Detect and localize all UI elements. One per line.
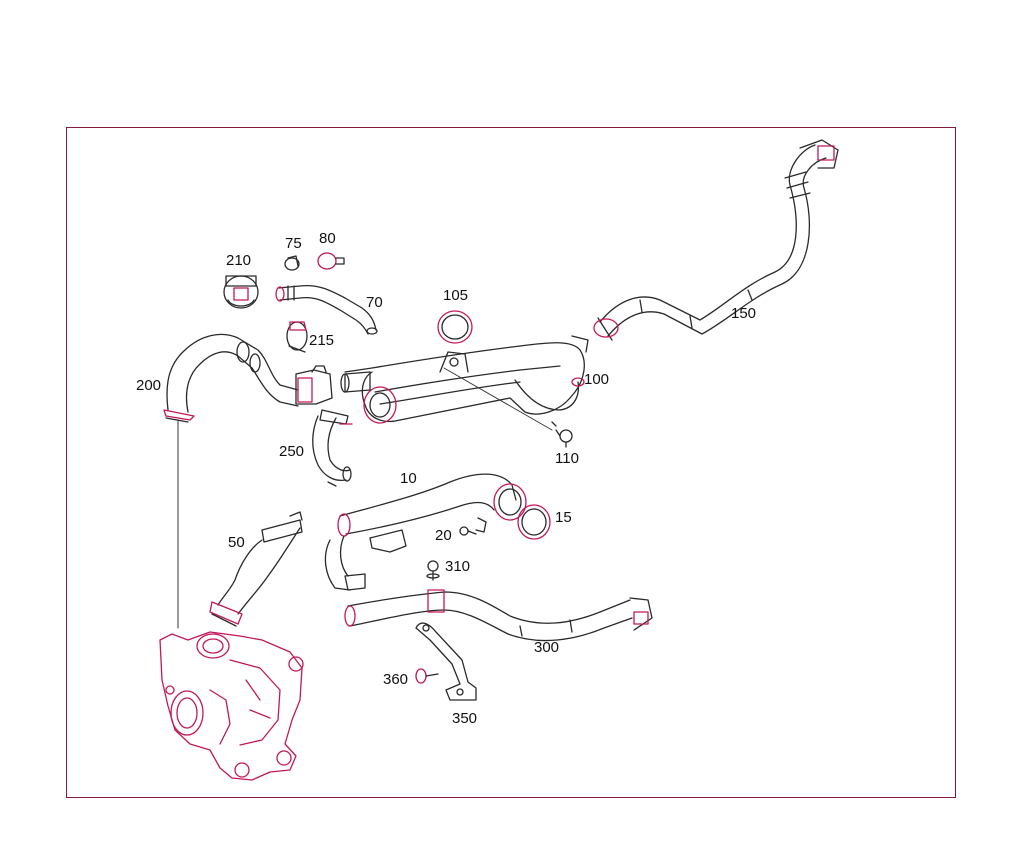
callout-75[interactable]: 75: [285, 235, 302, 252]
hose-70[interactable]: [275, 284, 378, 335]
bracket-350[interactable]: [415, 622, 477, 701]
hose-50[interactable]: [209, 511, 303, 627]
pipe-10[interactable]: [324, 473, 527, 591]
screw-360[interactable]: [415, 668, 439, 684]
clamp-80[interactable]: [317, 252, 345, 270]
clamp-210[interactable]: [223, 275, 259, 309]
diagram-frame: [66, 127, 956, 798]
clamp-215[interactable]: [286, 321, 308, 353]
callout-215[interactable]: 215: [309, 332, 335, 349]
callout-105[interactable]: 105: [443, 287, 469, 304]
pipe-100[interactable]: [340, 335, 589, 424]
hose-150[interactable]: [593, 139, 839, 341]
callout-360[interactable]: 360: [383, 671, 409, 688]
o-ring-105[interactable]: [437, 310, 473, 344]
bolt-310[interactable]: [426, 560, 440, 581]
callout-10[interactable]: 10: [400, 470, 417, 487]
callout-250[interactable]: 250: [279, 443, 305, 460]
leader-lines: [443, 367, 553, 431]
hose-250[interactable]: [312, 409, 353, 487]
hose-200[interactable]: [163, 333, 333, 423]
o-ring-15[interactable]: [517, 504, 551, 540]
callout-80[interactable]: 80: [319, 230, 336, 247]
callout-110[interactable]: 110: [555, 450, 579, 467]
callout-300[interactable]: 300: [534, 639, 560, 656]
callout-70[interactable]: 70: [366, 294, 383, 311]
callout-100[interactable]: 100: [584, 371, 610, 388]
callout-350[interactable]: 350: [452, 710, 478, 727]
screw-20[interactable]: [459, 526, 477, 536]
callout-200[interactable]: 200: [136, 377, 162, 394]
callout-150[interactable]: 150: [731, 305, 757, 322]
callout-310[interactable]: 310: [445, 558, 471, 575]
bolt-110[interactable]: [551, 421, 573, 448]
callout-210[interactable]: 210: [226, 252, 252, 269]
hose-300[interactable]: [344, 589, 653, 642]
callout-50[interactable]: 50: [228, 534, 245, 551]
callout-15[interactable]: 15: [555, 509, 572, 526]
callout-20[interactable]: 20: [435, 527, 452, 544]
pump-housing: [159, 631, 304, 781]
clamp-75[interactable]: [284, 255, 300, 271]
